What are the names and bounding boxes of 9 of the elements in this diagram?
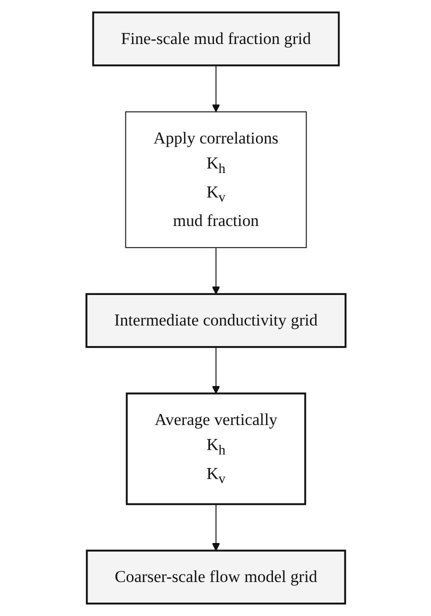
node-box: Coarser-scale flow model grid: [85, 550, 346, 604]
node-box: Fine-scale mud fraction grid: [92, 12, 340, 66]
node-box: Apply correlations K$_{h}$ K$_{v}$ mud fraction: [124, 111, 306, 248]
arrow: [211, 247, 220, 294]
node-box: Average vertically K$_{h}$ K$_{v}$: [125, 392, 306, 506]
node-box: Intermediate conductivity grid: [85, 293, 346, 348]
arrow: [211, 346, 220, 394]
arrow: [211, 504, 220, 551]
arrow: [211, 64, 220, 112]
